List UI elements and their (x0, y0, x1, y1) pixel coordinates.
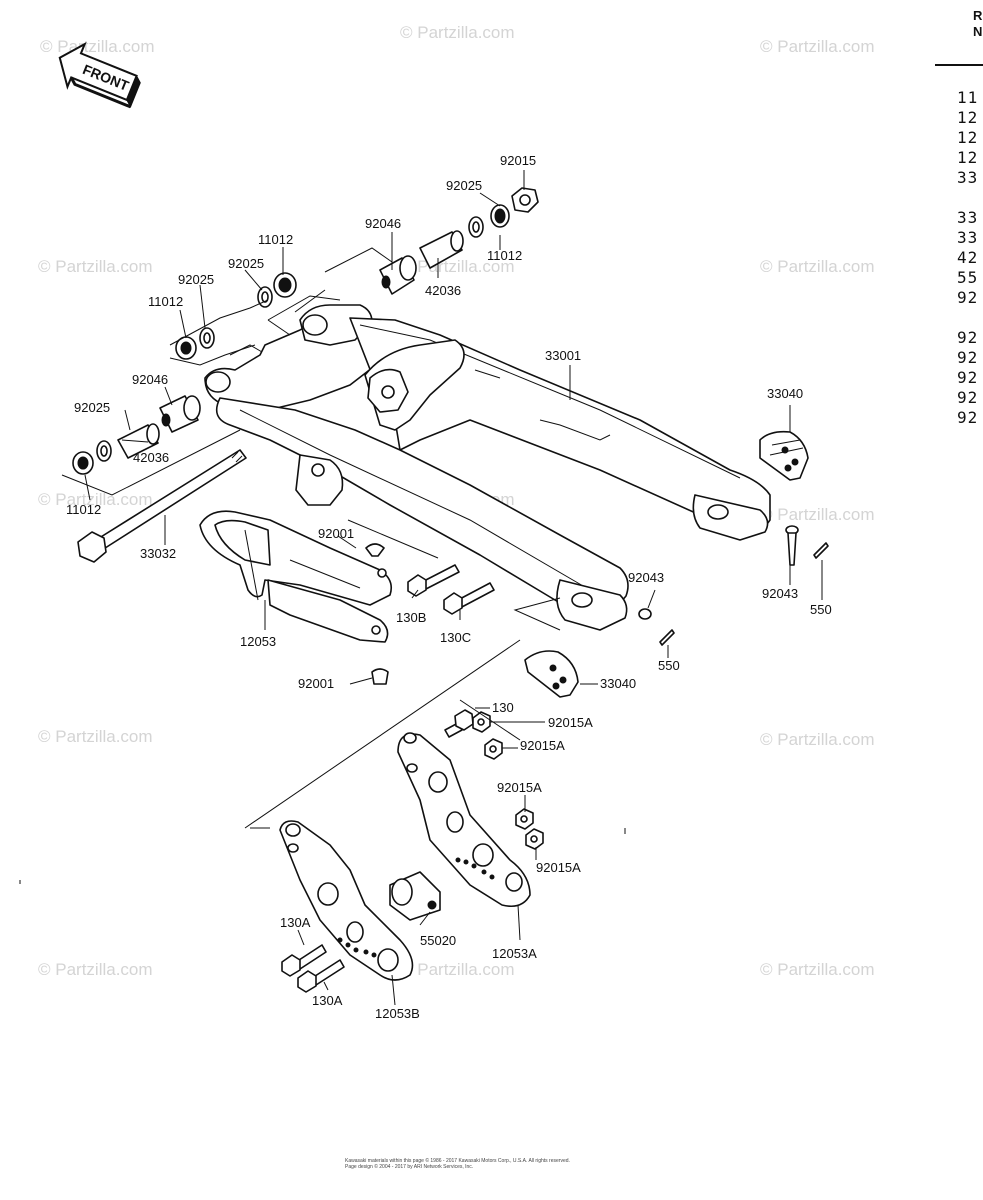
plate-12053b (279, 820, 414, 981)
watermark: © Partzilla.com (400, 23, 515, 42)
callout-11012: 11012 (66, 502, 101, 517)
ref-number: 12 (957, 108, 979, 127)
reference-number-column: R N 11 12 12 12 33 33 33 42 55 92 92 92 … (935, 0, 983, 440)
callout-130c: 130C (440, 630, 471, 645)
pivot-hardware-upper (294, 187, 539, 313)
callout-12053b: 12053B (375, 1006, 420, 1021)
ref-number: 92 (957, 328, 979, 347)
callout-92025: 92025 (446, 178, 482, 193)
watermark: © Partzilla.com (38, 960, 153, 979)
callout-12053a: 12053A (492, 946, 537, 961)
callout-55020: 55020 (420, 933, 456, 948)
ref-number: 33 (957, 228, 979, 247)
callout-11012: 11012 (487, 248, 522, 263)
callout-labels: 92015 92025 92046 11012 42036 11012 9202… (66, 153, 832, 1021)
ref-header-rule (935, 64, 983, 66)
pivot-bolt-33032 (77, 449, 247, 563)
bolt-130a (281, 944, 345, 993)
ref-number: 12 (957, 148, 979, 167)
chain-adjuster-33040-lower (524, 650, 579, 698)
callout-130a: 130A (280, 915, 311, 930)
watermark: © Partzilla.com (760, 257, 875, 276)
ref-number: 92 (957, 408, 979, 427)
watermark: © Partzilla.com (400, 960, 515, 979)
ref-number: 11 (957, 88, 979, 107)
callout-550: 550 (810, 602, 832, 617)
watermark: © Partzilla.com (38, 490, 153, 509)
copyright-footer: Kawasaki materials within this page © 19… (345, 1158, 645, 1170)
callout-92015a: 92015A (520, 738, 565, 753)
copyright-line: Page design © 2004 - 2017 by ARI Network… (345, 1164, 474, 1170)
ref-number: 12 (957, 128, 979, 147)
ref-header: N (973, 24, 983, 39)
callout-33001: 33001 (545, 348, 581, 363)
watermark: © Partzilla.com (40, 37, 155, 56)
callout-33032: 33032 (140, 546, 176, 561)
pin-92043-right (785, 525, 799, 566)
plate-12053a (397, 732, 531, 908)
copyright-line: Kawasaki materials within this page © 19… (345, 1158, 570, 1164)
callout-92043: 92043 (628, 570, 664, 585)
callout-130b: 130B (396, 610, 426, 625)
ref-number: 33 (957, 168, 979, 187)
callout-11012: 11012 (148, 294, 183, 309)
ref-number: 92 (957, 388, 979, 407)
spacer-55020 (389, 871, 441, 921)
callout-92025: 92025 (178, 272, 214, 287)
callout-92043: 92043 (762, 586, 798, 601)
callout-92001: 92001 (318, 526, 354, 541)
callout-92015a: 92015A (536, 860, 581, 875)
watermark: © Partzilla.com (760, 960, 875, 979)
callout-33040: 33040 (600, 676, 636, 691)
watermark: © Partzilla.com (760, 730, 875, 749)
watermark: © Partzilla.com (38, 727, 153, 746)
callout-130a: 130A (312, 993, 343, 1008)
leader-lines (84, 170, 823, 1006)
pin-92043-mid (638, 608, 652, 620)
chain-adjuster-33040-upper (759, 430, 809, 481)
chain-guide-12053 (199, 510, 439, 685)
callout-42036: 42036 (133, 450, 169, 465)
ref-number: 42 (957, 248, 979, 267)
callout-11012: 11012 (258, 232, 293, 247)
watermark: © Partzilla.com (760, 505, 875, 524)
callout-92025: 92025 (228, 256, 264, 271)
callout-92025: 92025 (74, 400, 110, 415)
cotter-pin-550-right (813, 542, 829, 559)
callout-92015a: 92015A (497, 780, 542, 795)
ref-header: R (973, 8, 983, 23)
bolt-130c (443, 582, 495, 615)
callout-92015: 92015 (500, 153, 536, 168)
bolt-130b (407, 564, 460, 597)
callout-130: 130 (492, 700, 514, 715)
ref-number: 33 (957, 208, 979, 227)
callout-33040: 33040 (767, 386, 803, 401)
bolt-130 (444, 709, 474, 738)
boundary-line (244, 639, 521, 829)
ref-number: 92 (957, 288, 979, 307)
watermark: © Partzilla.com (760, 37, 875, 56)
callout-92046: 92046 (132, 372, 168, 387)
callout-92015a: 92015A (548, 715, 593, 730)
watermark: © Partzilla.com (38, 257, 153, 276)
callout-92001: 92001 (298, 676, 334, 691)
swing-arm-33001 (204, 295, 771, 631)
ref-number: 92 (957, 368, 979, 387)
callout-42036: 42036 (425, 283, 461, 298)
callout-92046: 92046 (365, 216, 401, 231)
ref-number: 92 (957, 348, 979, 367)
ref-number: 55 (957, 268, 979, 287)
callout-550: 550 (658, 658, 680, 673)
cotter-pin-550-mid (659, 629, 675, 646)
callout-12053: 12053 (240, 634, 276, 649)
